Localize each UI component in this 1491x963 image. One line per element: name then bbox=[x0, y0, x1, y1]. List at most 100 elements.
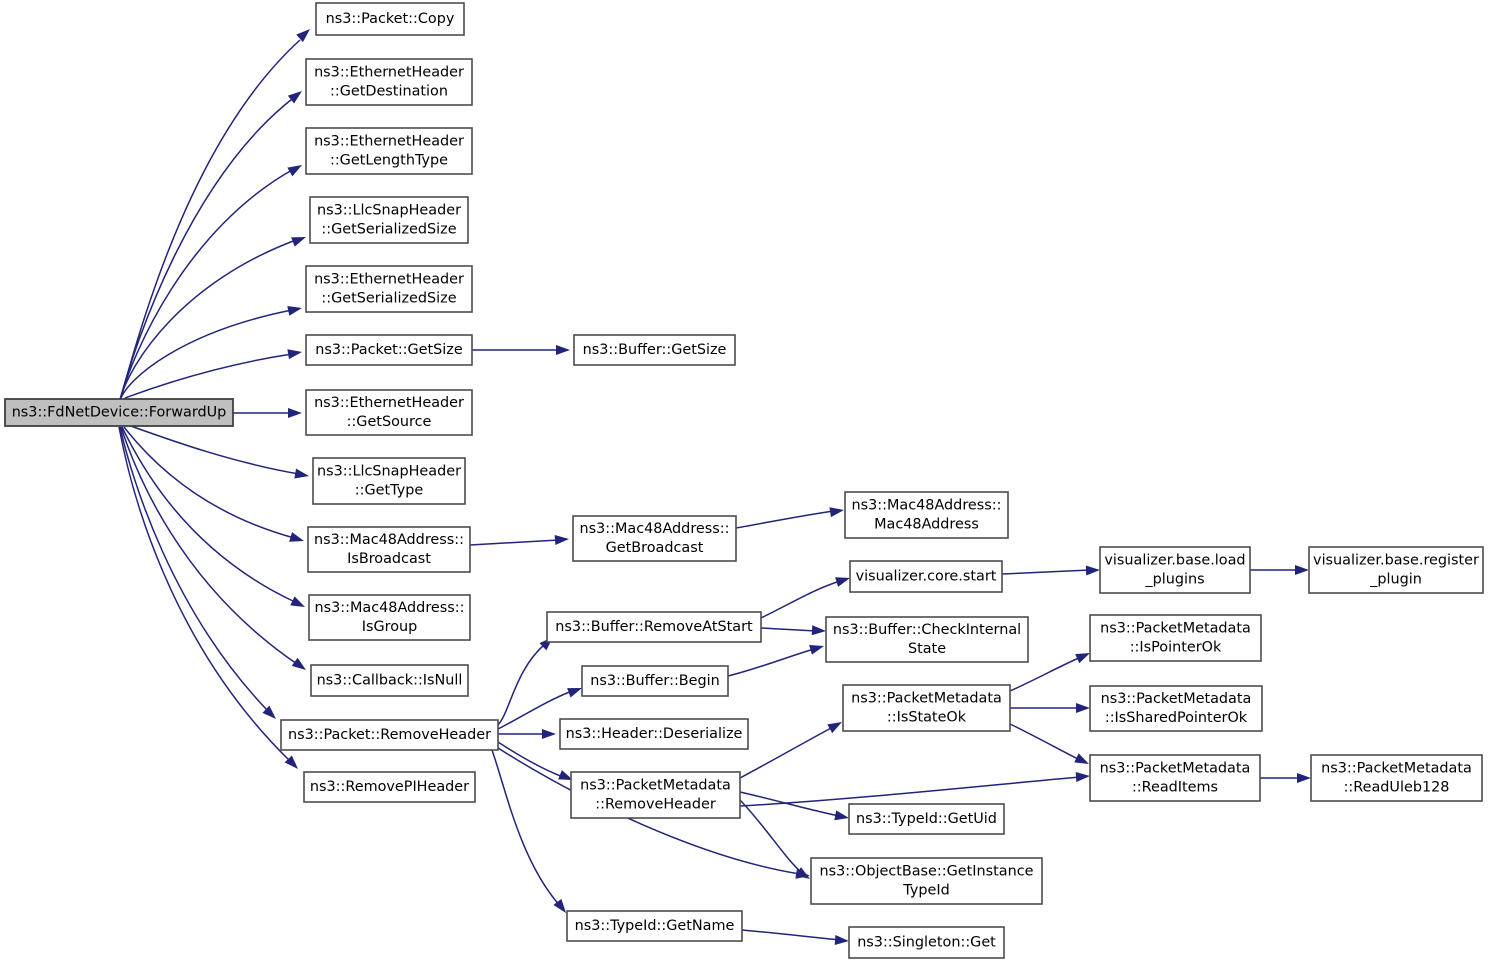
node-ns3-ethernetheader-getlengthtype-box[interactable] bbox=[305, 127, 473, 175]
node-ns3-packet-getsize-box[interactable] bbox=[305, 334, 473, 366]
nodes-layer: ns3::FdNetDevice::ForwardUpns3::Packet::… bbox=[4, 2, 1484, 959]
arrowhead-n0-to-n4 bbox=[291, 237, 306, 247]
edge-n12-to-n20 bbox=[491, 749, 561, 907]
arrowhead-n0-to-n1 bbox=[296, 29, 310, 43]
arrowhead-n0-to-n2 bbox=[287, 91, 302, 104]
node-ns3-buffer-getsize[interactable]: ns3::Buffer::GetSize bbox=[573, 334, 736, 366]
node-ns3-header-deserialize[interactable]: ns3::Header::Deserialize bbox=[559, 718, 749, 750]
node-ns3-buffer-begin-box[interactable] bbox=[581, 665, 729, 697]
node-ns3-singleton-get-box[interactable] bbox=[848, 926, 1005, 959]
node-ns3-objectbase-getinstancetypeid-box[interactable] bbox=[810, 857, 1043, 905]
edge-n12-to-n26 bbox=[497, 747, 801, 875]
edge-n0-to-n11 bbox=[120, 426, 298, 665]
node-ns3-packet-getsize[interactable]: ns3::Packet::GetSize bbox=[305, 334, 473, 366]
node-ns3-typeid-getuid[interactable]: ns3::TypeId::GetUid bbox=[848, 803, 1005, 835]
node-visualizer-base-register-plugin-box[interactable] bbox=[1308, 546, 1484, 594]
node-ns3-buffer-removeatstart-box[interactable] bbox=[546, 611, 762, 643]
node-ns3-packetmetadata-isstateok[interactable]: ns3::PacketMetadata::IsStateOk bbox=[842, 684, 1011, 732]
node-ns3-ethernetheader-getdestination-box[interactable] bbox=[305, 58, 473, 106]
node-ns3-removepiheader[interactable]: ns3::RemovePIHeader bbox=[303, 771, 476, 803]
arrowhead-n31-to-n33 bbox=[1297, 773, 1311, 783]
node-ns3-llcsnapheader-getserializedsize[interactable]: ns3::LlcSnapHeader::GetSerializedSize bbox=[309, 196, 469, 244]
node-ns3-mac48address-mac48address-box[interactable] bbox=[844, 491, 1009, 539]
arrowhead-n0-to-n7 bbox=[288, 408, 302, 418]
edge-n0-to-n4 bbox=[119, 239, 297, 401]
node-ns3-fdnetdevice-forwardup-box[interactable] bbox=[4, 398, 234, 427]
arrowhead-n19-to-n26 bbox=[795, 867, 810, 879]
node-ns3-ethernetheader-getsource[interactable]: ns3::EthernetHeader::GetSource bbox=[305, 389, 473, 436]
node-ns3-packetmetadata-removeheader-box[interactable] bbox=[570, 771, 741, 819]
node-visualizer-core-start-box[interactable] bbox=[849, 560, 1003, 593]
node-ns3-packetmetadata-readuleb128[interactable]: ns3::PacketMetadata::ReadUleb128 bbox=[1310, 754, 1483, 802]
node-ns3-packetmetadata-ispointerok[interactable]: ns3::PacketMetadata::IsPointerOk bbox=[1089, 614, 1262, 662]
node-ns3-packetmetadata-issharedpointerok[interactable]: ns3::PacketMetadata::IsSharedPointerOk bbox=[1089, 685, 1263, 732]
node-ns3-buffer-getsize-box[interactable] bbox=[573, 334, 736, 366]
node-ns3-llcsnapheader-gettype-box[interactable] bbox=[312, 457, 466, 505]
node-ns3-mac48address-getbroadcast[interactable]: ns3::Mac48Address::GetBroadcast bbox=[572, 515, 737, 562]
node-ns3-mac48address-isbroadcast-box[interactable] bbox=[307, 526, 471, 573]
node-ns3-packet-removeheader-box[interactable] bbox=[280, 719, 499, 751]
node-ns3-packetmetadata-readitems[interactable]: ns3::PacketMetadata::ReadItems bbox=[1089, 754, 1261, 802]
node-ns3-packetmetadata-isstateok-box[interactable] bbox=[842, 684, 1011, 732]
arrowhead-n24-to-n30 bbox=[1076, 703, 1090, 713]
arrowhead-n0-to-n6 bbox=[287, 349, 302, 360]
node-ns3-typeid-getname-box[interactable] bbox=[566, 910, 743, 942]
node-ns3-packetmetadata-readuleb128-box[interactable] bbox=[1310, 754, 1483, 802]
node-ns3-packet-removeheader[interactable]: ns3::Packet::RemoveHeader bbox=[280, 719, 499, 751]
edge-n24-to-n31 bbox=[1009, 723, 1081, 761]
edge-n24-to-n29 bbox=[1009, 656, 1082, 692]
arrowhead-n0-to-n5 bbox=[287, 306, 302, 316]
node-visualizer-base-load-plugins[interactable]: visualizer.base.load_plugins bbox=[1099, 546, 1251, 594]
edge-n0-to-n2 bbox=[119, 98, 293, 401]
edge-n22-to-n28 bbox=[1001, 569, 1091, 575]
node-ns3-callback-isnull-box[interactable] bbox=[310, 664, 469, 697]
node-ns3-singleton-get[interactable]: ns3::Singleton::Get bbox=[848, 926, 1005, 959]
node-ns3-buffer-begin[interactable]: ns3::Buffer::Begin bbox=[581, 665, 729, 697]
node-ns3-removepiheader-box[interactable] bbox=[303, 771, 476, 803]
node-ns3-llcsnapheader-getserializedsize-box[interactable] bbox=[309, 196, 469, 244]
arrowhead-n12-to-n18 bbox=[542, 729, 556, 739]
node-ns3-ethernetheader-getserializedsize-box[interactable] bbox=[305, 265, 473, 313]
arrowhead-n0-to-n13 bbox=[284, 755, 298, 769]
node-ns3-packetmetadata-issharedpointerok-box[interactable] bbox=[1089, 685, 1263, 732]
node-ns3-packet-copy-box[interactable] bbox=[315, 2, 465, 36]
node-ns3-ethernetheader-getlengthtype[interactable]: ns3::EthernetHeader::GetLengthType bbox=[305, 127, 473, 175]
node-ns3-mac48address-isbroadcast[interactable]: ns3::Mac48Address::IsBroadcast bbox=[307, 526, 471, 573]
node-ns3-callback-isnull[interactable]: ns3::Callback::IsNull bbox=[310, 664, 469, 697]
node-ns3-ethernetheader-getsource-box[interactable] bbox=[305, 389, 473, 436]
arrowhead-n0-to-n8 bbox=[294, 468, 309, 479]
edge-n15-to-n21 bbox=[735, 510, 835, 529]
edge-n19-to-n31 bbox=[739, 776, 1081, 807]
node-ns3-buffer-checkinternalstate-box[interactable] bbox=[825, 616, 1029, 663]
node-ns3-header-deserialize-box[interactable] bbox=[559, 718, 749, 750]
node-ns3-ethernetheader-getserializedsize[interactable]: ns3::EthernetHeader::GetSerializedSize bbox=[305, 265, 473, 313]
arrowhead-n24-to-n31 bbox=[1074, 753, 1089, 764]
node-ns3-fdnetdevice-forwardup[interactable]: ns3::FdNetDevice::ForwardUp bbox=[4, 398, 234, 427]
node-visualizer-core-start[interactable]: visualizer.core.start bbox=[849, 560, 1003, 593]
node-ns3-packetmetadata-removeheader[interactable]: ns3::PacketMetadata::RemoveHeader bbox=[570, 771, 741, 819]
edge-n16-to-n22 bbox=[760, 580, 841, 619]
node-ns3-buffer-removeatstart[interactable]: ns3::Buffer::RemoveAtStart bbox=[546, 611, 762, 643]
node-ns3-typeid-getuid-box[interactable] bbox=[848, 803, 1005, 835]
arrowhead-n19-to-n25 bbox=[834, 810, 849, 821]
edge-n20-to-n27 bbox=[741, 929, 840, 941]
node-ns3-mac48address-getbroadcast-box[interactable] bbox=[572, 515, 737, 562]
node-ns3-packetmetadata-readitems-box[interactable] bbox=[1089, 754, 1261, 802]
arrowhead-n16-to-n23 bbox=[811, 625, 826, 636]
node-ns3-typeid-getname[interactable]: ns3::TypeId::GetName bbox=[566, 910, 743, 942]
node-ns3-mac48address-isgroup[interactable]: ns3::Mac48Address::IsGroup bbox=[308, 594, 471, 641]
node-ns3-llcsnapheader-gettype[interactable]: ns3::LlcSnapHeader::GetType bbox=[312, 457, 466, 505]
node-visualizer-base-load-plugins-box[interactable] bbox=[1099, 546, 1251, 594]
node-ns3-mac48address-isgroup-box[interactable] bbox=[308, 594, 471, 641]
node-ns3-packet-copy[interactable]: ns3::Packet::Copy bbox=[315, 2, 465, 36]
edge-n19-to-n26 bbox=[739, 799, 802, 873]
node-visualizer-base-register-plugin[interactable]: visualizer.base.register_plugin bbox=[1308, 546, 1484, 594]
arrowhead-n12-to-n17 bbox=[567, 688, 582, 698]
node-ns3-ethernetheader-getdestination[interactable]: ns3::EthernetHeader::GetDestination bbox=[305, 58, 473, 106]
node-ns3-packetmetadata-ispointerok-box[interactable] bbox=[1089, 614, 1262, 662]
node-ns3-mac48address-mac48address[interactable]: ns3::Mac48Address::Mac48Address bbox=[844, 491, 1009, 539]
arrowhead-n15-to-n21 bbox=[829, 507, 844, 518]
